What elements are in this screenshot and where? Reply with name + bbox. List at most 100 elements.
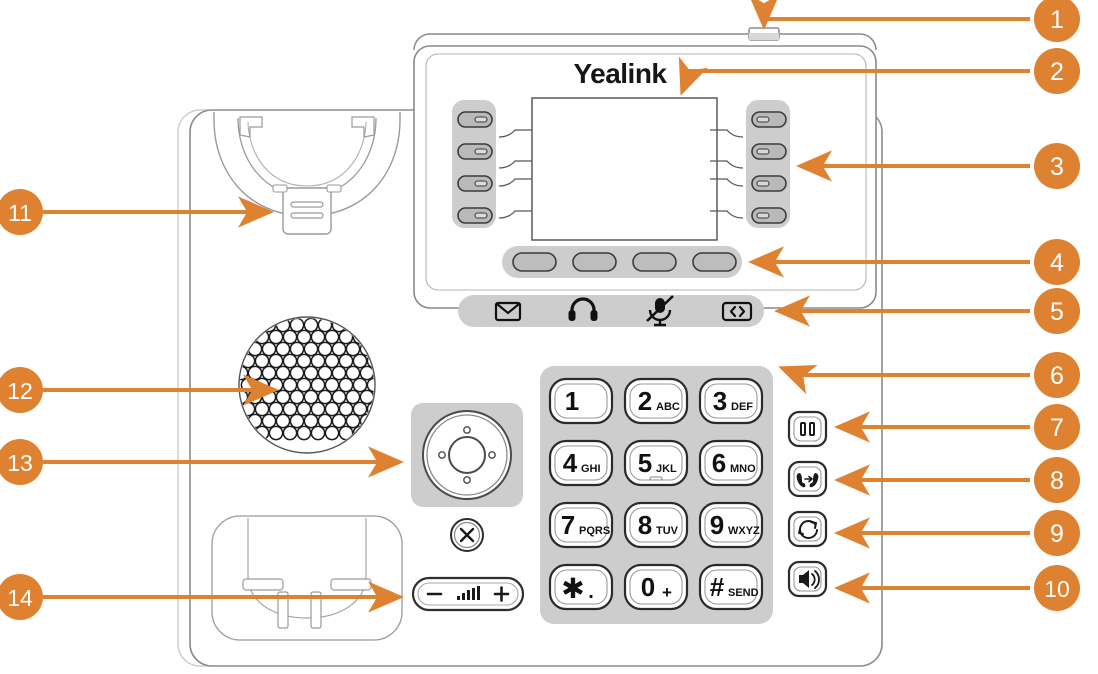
line-key-left-1-led — [474, 116, 488, 123]
keypad-key-8-digit: 8 — [638, 510, 652, 540]
line-key-left-1[interactable] — [457, 111, 493, 128]
callout-badge-1[interactable]: 1 — [1034, 0, 1080, 42]
callout-badge-5[interactable]: 5 — [1034, 288, 1080, 334]
feature-keys-panel — [458, 295, 764, 327]
side-transfer-key[interactable] — [787, 460, 828, 498]
line-key-right-3[interactable] — [751, 175, 787, 192]
soft-key-2[interactable] — [572, 252, 617, 272]
headset-key[interactable] — [568, 297, 598, 321]
hookswitch-tab[interactable] — [282, 187, 332, 235]
nav-right-marker-icon[interactable] — [488, 451, 496, 459]
volume-key-inner — [417, 582, 519, 606]
hookswitch-slot-1 — [290, 201, 324, 208]
keypad-key-6-digit: 6 — [712, 448, 726, 478]
callout-badge-13-label: 13 — [7, 450, 33, 476]
callout-badge-10[interactable]: 10 — [1034, 565, 1080, 611]
nav-left-marker-icon[interactable] — [438, 451, 446, 459]
headset-icon-band — [570, 297, 596, 318]
line-key-right-4[interactable] — [751, 207, 787, 224]
keypad-group: 1 2 ABC 3 DEF 4 GHI 5 JKL — [540, 366, 773, 624]
callout-badge-9[interactable]: 9 — [1034, 510, 1080, 556]
call-transfer-icon-arrow — [804, 475, 813, 483]
volume-bars-icon — [457, 586, 480, 600]
line-key-left-3[interactable] — [457, 175, 493, 192]
line-key-left-2[interactable] — [457, 143, 493, 160]
soft-key-4[interactable] — [692, 252, 737, 272]
keypad-key-9-letters: WXYZ — [728, 525, 760, 537]
envelope-icon-flap — [496, 303, 520, 315]
callout-badge-11[interactable]: 11 — [0, 189, 43, 235]
callout-badges: 1 2 3 4 5 6 7 8 — [0, 0, 1080, 620]
redial-key[interactable] — [787, 510, 828, 548]
handset-rest-bottom — [211, 515, 403, 641]
keypad-key-2[interactable]: 2 ABC — [623, 377, 689, 425]
ok-center-key[interactable] — [448, 436, 486, 474]
arrows-left-right-icon-right — [738, 305, 746, 318]
keypad-key-7-letters: PQRS — [579, 525, 610, 537]
line-key-right-1[interactable] — [751, 111, 787, 128]
callout-badge-13[interactable]: 13 — [0, 439, 43, 485]
keypad-key-0-digit: 0 — [641, 572, 655, 602]
handset-rest-pad-left — [242, 578, 284, 591]
cradle-inner-curve-2 — [247, 121, 367, 187]
keypad-panel — [540, 366, 773, 624]
keypad-key-0[interactable]: 0 + — [623, 563, 689, 611]
callout-badge-6-label: 6 — [1050, 362, 1064, 390]
keypad-key-8[interactable]: 8 TUV — [623, 501, 689, 549]
keypad-key-6[interactable]: 6 MNO — [698, 439, 764, 487]
message-key[interactable] — [494, 301, 522, 322]
cradle-notch-left — [272, 184, 288, 193]
line-key-left-leads — [498, 129, 532, 219]
nav-down-marker-icon[interactable] — [463, 476, 471, 484]
call-transfer-icon-handset-right — [809, 473, 819, 488]
callout-badge-3-label: 3 — [1050, 153, 1064, 181]
line-key-left-4[interactable] — [457, 207, 493, 224]
lcd-screen — [531, 97, 718, 241]
callout-leader-2 — [678, 56, 1030, 96]
callout-leader-1 — [748, 0, 1030, 30]
callout-badge-12[interactable]: 12 — [0, 367, 43, 413]
soft-key-1[interactable] — [512, 252, 557, 272]
volume-key[interactable] — [411, 576, 525, 612]
keypad-key-star[interactable]: ✱ . — [548, 563, 614, 611]
keypad-key-3[interactable]: 3 DEF — [698, 377, 764, 425]
hold-key[interactable] — [787, 410, 828, 448]
keypad-key-5-tactile-nub — [649, 476, 663, 481]
keypad-key-hash[interactable]: # SEND — [698, 563, 764, 611]
keypad-key-5[interactable]: 5 JKL — [623, 439, 689, 487]
transfer-key[interactable] — [721, 301, 753, 322]
callout-badge-8[interactable]: 8 — [1034, 457, 1080, 503]
speakerphone-key[interactable] — [787, 560, 828, 598]
callout-badge-3[interactable]: 3 — [1034, 143, 1080, 189]
handset-rest-inner — [247, 518, 367, 619]
nav-up-marker-icon[interactable] — [463, 426, 471, 434]
keypad-key-1[interactable]: 1 — [548, 377, 614, 425]
keypad-key-5-digit: 5 — [638, 448, 652, 478]
callout-badge-8-label: 8 — [1050, 467, 1064, 495]
cancel-key[interactable] — [450, 518, 484, 552]
keypad-key-4[interactable]: 4 GHI — [548, 439, 614, 487]
screen-housing-inner — [425, 53, 867, 291]
line-keys-left-panel — [452, 100, 496, 228]
line-key-right-3-led — [756, 180, 770, 187]
line-keys-right-group — [710, 100, 790, 228]
callout-badge-2[interactable]: 2 — [1034, 48, 1080, 94]
line-key-right-2[interactable] — [751, 143, 787, 160]
mute-key[interactable] — [646, 295, 674, 327]
top-edge-corner-left — [413, 33, 431, 51]
line-key-right-1-led — [756, 116, 770, 123]
x-cancel-icon — [459, 527, 475, 543]
keypad-key-9[interactable]: 9 WXYZ — [698, 501, 764, 549]
redial-arrows-icon-head — [810, 521, 817, 529]
soft-key-3[interactable] — [632, 252, 677, 272]
keypad-key-8-letters: TUV — [656, 525, 679, 537]
line-key-right-2-led — [756, 148, 770, 155]
callout-badge-7[interactable]: 7 — [1034, 404, 1080, 450]
callout-badge-14[interactable]: 14 — [0, 574, 43, 620]
keypad-key-7[interactable]: 7 PQRS — [548, 501, 614, 549]
callout-badge-6[interactable]: 6 — [1034, 352, 1080, 398]
callout-badge-4[interactable]: 4 — [1034, 239, 1080, 285]
volume-up-icon[interactable] — [493, 586, 510, 602]
